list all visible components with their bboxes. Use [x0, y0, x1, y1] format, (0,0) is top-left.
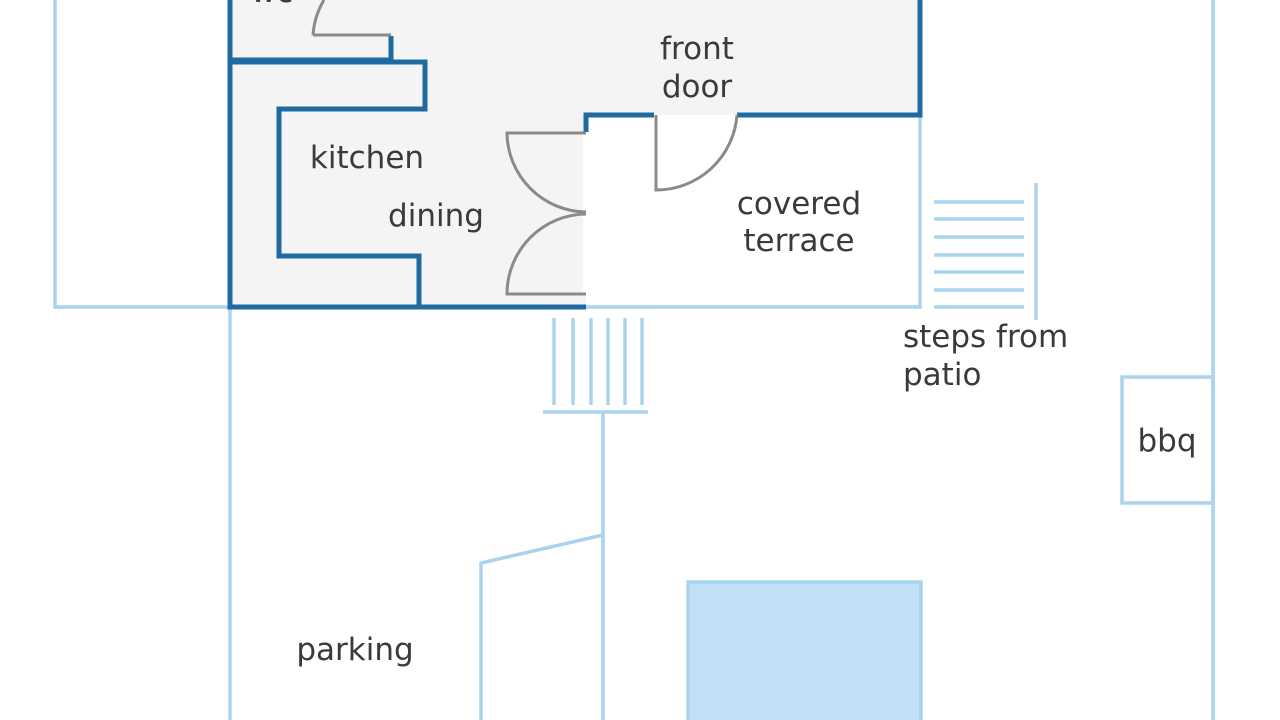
label-kitchen: kitchen	[310, 140, 424, 176]
label-covered-terrace-1: covered	[737, 186, 861, 222]
wc-door-icon	[311, 0, 391, 37]
dining-double-door-icon	[505, 131, 587, 296]
parking-gate	[479, 533, 604, 720]
bbq-outline	[1120, 375, 1215, 505]
label-front-door-1: front	[660, 31, 734, 67]
label-dining: dining	[388, 198, 484, 234]
room-labels: wc front door kitchen dining covered ter…	[251, 0, 1197, 668]
label-parking: parking	[296, 632, 413, 668]
pool	[686, 580, 923, 720]
label-steps-2: patio	[903, 357, 981, 393]
exterior-outlines	[53, 0, 1215, 720]
label-steps-1: steps from	[903, 319, 1068, 355]
front-wall-west	[583, 112, 654, 132]
doors	[311, 0, 739, 296]
label-covered-terrace-2: terrace	[743, 223, 854, 259]
kitchen-counter	[230, 59, 428, 307]
outer-wall	[227, 0, 586, 310]
label-wc: wc	[251, 0, 293, 10]
steps-south	[543, 318, 648, 414]
interior-walls	[227, 0, 923, 310]
steps-from-patio	[934, 183, 1038, 320]
front-door-icon	[654, 114, 739, 192]
left-annex-outline	[53, 0, 230, 309]
terrace-outline	[586, 115, 922, 309]
label-front-door-2: door	[662, 69, 733, 105]
label-bbq: bbq	[1137, 423, 1196, 459]
house-interior	[230, 0, 920, 307]
front-wall-east	[737, 0, 923, 118]
